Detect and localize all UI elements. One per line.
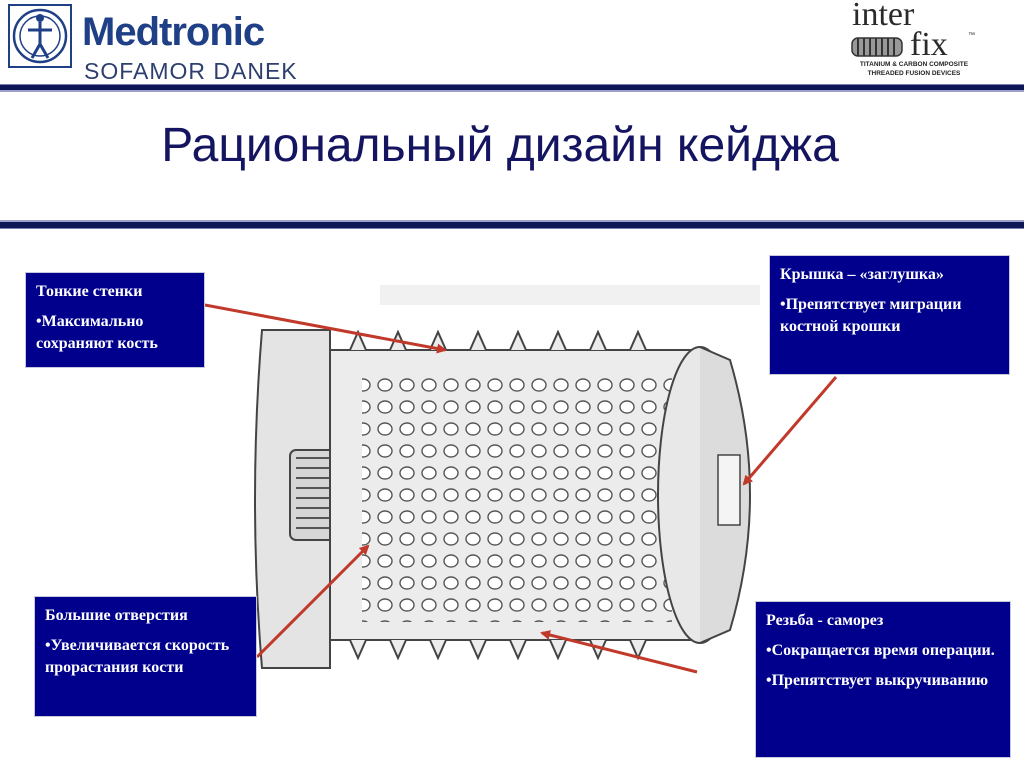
- callout-cap-bullet: •Препятствует миграции костной крошки: [780, 296, 962, 335]
- arrow-cap: [742, 376, 838, 486]
- callout-large-holes-heading: Большие отверстия: [45, 607, 188, 624]
- product-tagline-2: THREADED FUSION DEVICES: [867, 70, 961, 77]
- cage-thumbnail-icon: [851, 37, 903, 57]
- trademark-symbol: ™: [968, 32, 975, 39]
- slide-title: Рациональный дизайн кейджа: [161, 119, 839, 172]
- title-divider: [0, 220, 1024, 229]
- callout-thread-bullet-2: •Препятствует выкручиванию: [766, 672, 989, 689]
- callout-thread: Резьба - саморез •Сокращается время опер…: [755, 601, 1011, 758]
- medtronic-emblem-icon: [8, 4, 72, 68]
- callout-thin-walls: Тонкие стенки •Максимально сохраняют кос…: [25, 272, 205, 368]
- callout-thread-bullet-1: •Сокращается время операции.: [766, 642, 995, 659]
- callout-thin-walls-bullet: •Максимально сохраняют кость: [36, 313, 158, 352]
- callout-thread-heading: Резьба - саморез: [766, 612, 884, 629]
- product-logo-line1: inter: [852, 0, 915, 33]
- arrow-thread: [540, 630, 698, 674]
- arrow-thin-walls: [204, 303, 447, 354]
- division-name: SOFAMOR DANEK: [84, 58, 298, 84]
- interfix-logo: inter fix ™ TITANIUM & CARBON COMPOSITE …: [840, 0, 980, 82]
- callout-cap: Крышка – «заглушка» •Препятствует миграц…: [769, 255, 1010, 375]
- callout-large-holes: Большие отверстия •Увеличивается скорост…: [34, 596, 257, 717]
- medtronic-logo: Medtronic SOFAMOR DANEK: [8, 4, 298, 84]
- header-divider: [0, 84, 1024, 92]
- arrow-large-holes: [255, 544, 370, 659]
- company-name: Medtronic: [82, 10, 265, 54]
- callout-cap-heading: Крышка – «заглушка»: [780, 266, 944, 283]
- callout-large-holes-bullet: •Увеличивается скорость прорастания кост…: [45, 637, 230, 676]
- product-tagline-1: TITANIUM & CARBON COMPOSITE: [859, 61, 969, 68]
- callout-thin-walls-heading: Тонкие стенки: [36, 283, 143, 300]
- product-logo-line2: fix: [910, 26, 948, 63]
